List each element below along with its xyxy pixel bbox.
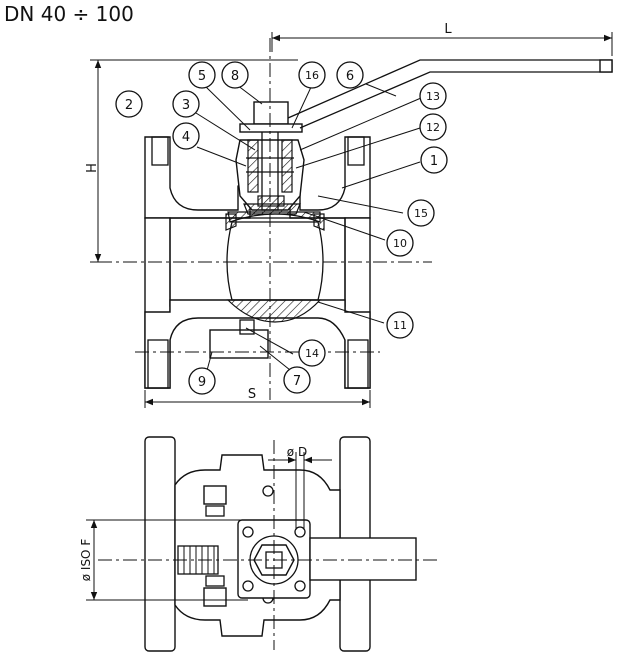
callouts: 1 2 3 4 5 6 7 8 9 10 11 12 13 14 15 16 <box>115 61 448 395</box>
handle-nut <box>253 101 289 125</box>
dimension-S-label: S <box>248 387 256 402</box>
callout-12: 12 <box>419 113 447 141</box>
svg-text:10: 10 <box>393 237 407 250</box>
dimension-L: L <box>271 22 613 56</box>
dimension-L-label: L <box>444 22 452 37</box>
plan-left-flange <box>144 436 176 652</box>
callout-6: 6 <box>336 61 364 89</box>
svg-text:9: 9 <box>198 375 206 390</box>
svg-text:13: 13 <box>426 90 440 103</box>
callout-9: 9 <box>188 367 216 395</box>
plan-bolt-bottom <box>203 587 227 607</box>
dimension-phi-ISO-F: ø ISO F <box>79 519 248 601</box>
dimension-phi-D-label: ø D <box>287 445 307 459</box>
dimension-phi-D: ø D <box>268 445 332 530</box>
dimension-S: S <box>144 387 371 408</box>
callout-1: 1 <box>420 146 448 174</box>
handle-washer <box>239 123 303 133</box>
callout-4: 4 <box>172 122 200 150</box>
bottom-plug <box>209 329 269 359</box>
stem-foot <box>243 203 301 215</box>
svg-text:6: 6 <box>346 69 354 84</box>
svg-text:7: 7 <box>293 374 301 389</box>
svg-text:5: 5 <box>198 69 206 84</box>
ball-bottom-hatch <box>226 299 322 323</box>
section-view <box>98 38 613 400</box>
dimension-phi-ISO-F-label: ø ISO F <box>79 539 93 582</box>
drawing-title: DN 40 ÷ 100 <box>4 2 134 26</box>
svg-text:16: 16 <box>305 69 319 82</box>
svg-text:1: 1 <box>430 154 438 169</box>
top-left-cap <box>151 136 169 166</box>
svg-text:8: 8 <box>231 69 239 84</box>
callout-2: 2 <box>115 90 143 118</box>
svg-text:12: 12 <box>426 121 440 134</box>
svg-text:11: 11 <box>393 319 407 332</box>
left-flange-bolt-rect <box>147 339 169 389</box>
ball <box>226 221 324 301</box>
callout-15: 15 <box>407 199 435 227</box>
callout-14: 14 <box>298 339 326 367</box>
packing-left <box>247 139 259 193</box>
left-seat <box>225 213 237 231</box>
svg-text:2: 2 <box>125 98 133 113</box>
callout-7: 7 <box>283 366 311 394</box>
plan-bolt-top <box>203 485 227 505</box>
handle-grip <box>599 59 613 73</box>
callout-3: 3 <box>172 90 200 118</box>
callout-8: 8 <box>221 61 249 89</box>
dimension-H: H <box>85 59 298 263</box>
svg-text:4: 4 <box>182 130 190 145</box>
callout-11: 11 <box>386 311 414 339</box>
callout-16: 16 <box>298 61 326 89</box>
dimension-H-label: H <box>85 163 100 173</box>
left-flange <box>144 136 251 219</box>
packing-right <box>281 139 293 193</box>
handle-lever <box>287 59 613 129</box>
right-flange-bolt-rect <box>347 339 369 389</box>
callout-13: 13 <box>419 82 447 110</box>
svg-text:14: 14 <box>305 347 319 360</box>
callout-10: 10 <box>386 229 414 257</box>
plan-view <box>98 436 440 652</box>
plan-handle <box>309 537 417 581</box>
callout-5: 5 <box>188 61 216 89</box>
svg-text:3: 3 <box>182 98 190 113</box>
svg-text:15: 15 <box>414 207 428 220</box>
